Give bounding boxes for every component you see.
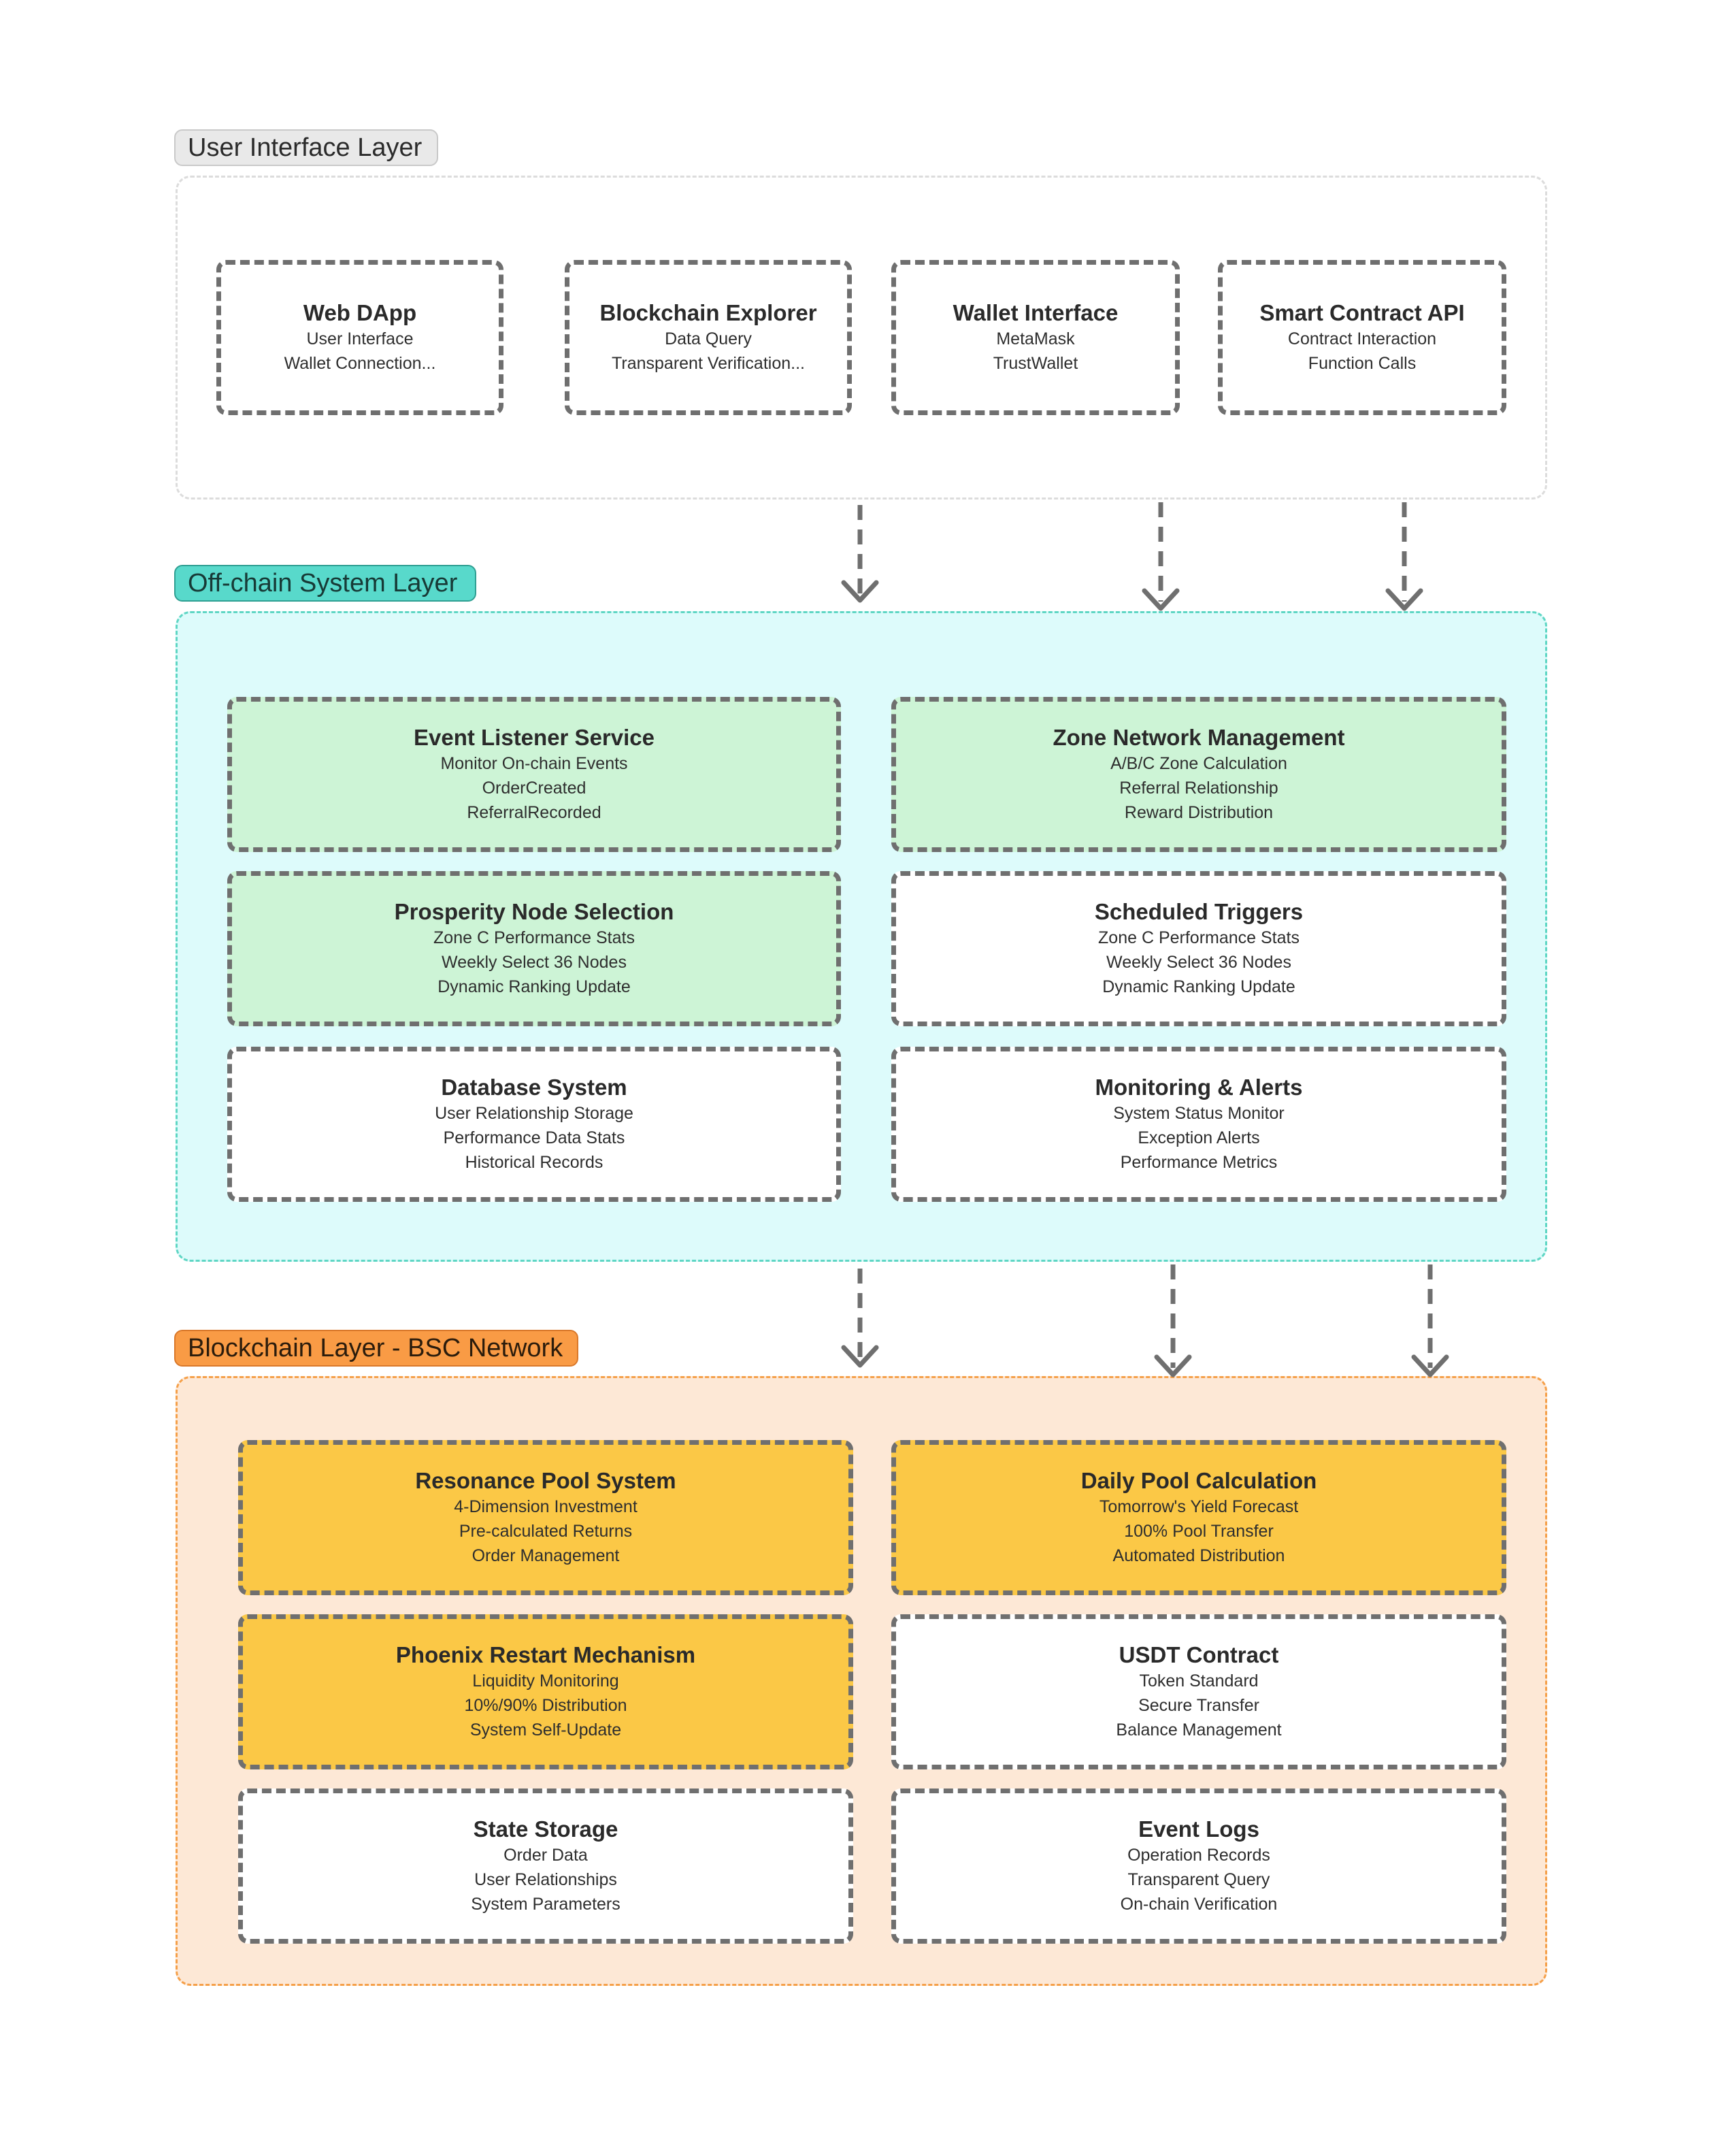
node-line: Dynamic Ranking Update (1102, 977, 1295, 996)
node-line: Operation Records (1127, 1846, 1270, 1865)
node-line: Historical Records (465, 1153, 603, 1172)
node-line: Dynamic Ranking Update (437, 977, 631, 996)
daily-pool-calculation-node: Daily Pool Calculation Tomorrow's Yield … (891, 1440, 1506, 1595)
node-line: 4-Dimension Investment (454, 1497, 638, 1516)
node-line: Data Query (665, 329, 752, 348)
node-line: User Relationships (474, 1870, 617, 1889)
node-title: Prosperity Node Selection (394, 899, 674, 924)
arrowhead-offchain-to-chain-3 (1411, 1354, 1449, 1377)
node-line: On-chain Verification (1120, 1895, 1278, 1914)
node-title: USDT Contract (1119, 1642, 1279, 1667)
node-title: Event Logs (1138, 1816, 1259, 1842)
node-title: Web DApp (303, 300, 417, 325)
event-listener-service-node: Event Listener Service Monitor On-chain … (227, 697, 841, 852)
node-line: Weekly Select 36 Nodes (1106, 953, 1291, 972)
node-line: Performance Data Stats (443, 1128, 625, 1147)
prosperity-node-selection-node: Prosperity Node Selection Zone C Perform… (227, 871, 841, 1026)
monitoring-alerts-node: Monitoring & Alerts System Status Monito… (891, 1047, 1506, 1202)
arrowhead-offchain-to-chain-2 (1154, 1354, 1192, 1377)
node-line: Contract Interaction (1287, 329, 1437, 348)
node-line: Performance Metrics (1120, 1153, 1278, 1172)
arrowhead-ui-to-offchain-1 (841, 580, 879, 603)
node-title: Daily Pool Calculation (1080, 1468, 1317, 1493)
node-line: ReferralRecorded (467, 803, 601, 822)
node-line: Secure Transfer (1138, 1696, 1259, 1715)
arrowhead-ui-to-offchain-2 (1142, 588, 1180, 611)
node-line: System Status Monitor (1113, 1104, 1285, 1123)
node-line: Tomorrow's Yield Forecast (1099, 1497, 1299, 1516)
node-line: A/B/C Zone Calculation (1110, 754, 1287, 773)
zone-network-management-node: Zone Network Management A/B/C Zone Calcu… (891, 697, 1506, 852)
ui-layer-label: User Interface Layer (174, 129, 438, 166)
resonance-pool-system-node: Resonance Pool System 4-Dimension Invest… (238, 1440, 853, 1595)
node-title: Monitoring & Alerts (1095, 1075, 1303, 1100)
node-line: Transparent Verification... (612, 354, 805, 373)
node-title: Resonance Pool System (415, 1468, 676, 1493)
scheduled-triggers-node: Scheduled Triggers Zone C Performance St… (891, 871, 1506, 1026)
phoenix-restart-mechanism-node: Phoenix Restart Mechanism Liquidity Moni… (238, 1614, 853, 1769)
node-title: Scheduled Triggers (1094, 899, 1304, 924)
node-line: Transparent Query (1127, 1870, 1270, 1889)
blockchain-explorer-node: Blockchain Explorer Data Query Transpare… (565, 260, 852, 415)
node-title: State Storage (473, 1816, 618, 1842)
node-line: User Relationship Storage (435, 1104, 633, 1123)
node-title: Event Listener Service (413, 725, 655, 750)
node-line: 10%/90% Distribution (464, 1696, 627, 1715)
smart-contract-api-node: Smart Contract API Contract Interaction … (1218, 260, 1506, 415)
node-line: System Parameters (471, 1895, 621, 1914)
node-title: Database System (441, 1075, 627, 1100)
node-line: Automated Distribution (1112, 1546, 1285, 1565)
node-line: Zone C Performance Stats (1098, 928, 1300, 947)
node-line: Zone C Performance Stats (433, 928, 635, 947)
node-line: Exception Alerts (1138, 1128, 1260, 1147)
web-dapp-node: Web DApp User Interface Wallet Connectio… (216, 260, 503, 415)
state-storage-node: State Storage Order Data User Relationsh… (238, 1788, 853, 1944)
node-line: Order Management (472, 1546, 620, 1565)
wallet-interface-node: Wallet Interface MetaMask TrustWallet (891, 260, 1180, 415)
node-line: Balance Management (1116, 1720, 1282, 1740)
node-line: OrderCreated (482, 779, 586, 798)
blockchain-layer-label: Blockchain Layer - BSC Network (174, 1330, 578, 1367)
node-title: Smart Contract API (1259, 300, 1465, 325)
node-line: System Self-Update (469, 1720, 622, 1740)
node-line: Wallet Connection... (284, 354, 436, 373)
node-line: MetaMask (996, 329, 1075, 348)
node-line: TrustWallet (993, 354, 1078, 373)
arrowhead-ui-to-offchain-3 (1385, 588, 1423, 611)
node-line: Liquidity Monitoring (472, 1671, 619, 1690)
node-title: Blockchain Explorer (599, 300, 817, 325)
database-system-node: Database System User Relationship Storag… (227, 1047, 841, 1202)
node-line: Order Data (503, 1846, 588, 1865)
usdt-contract-node: USDT Contract Token Standard Secure Tran… (891, 1614, 1506, 1769)
node-line: Monitor On-chain Events (440, 754, 628, 773)
node-line: 100% Pool Transfer (1124, 1522, 1274, 1541)
node-title: Wallet Interface (953, 300, 1119, 325)
node-title: Phoenix Restart Mechanism (395, 1642, 696, 1667)
event-logs-node: Event Logs Operation Records Transparent… (891, 1788, 1506, 1944)
offchain-layer-label: Off-chain System Layer (174, 565, 476, 602)
node-title: Zone Network Management (1053, 725, 1345, 750)
arrowhead-offchain-to-chain-1 (841, 1345, 879, 1368)
node-line: Function Calls (1308, 354, 1417, 373)
node-line: User Interface (306, 329, 414, 348)
node-line: Token Standard (1139, 1671, 1259, 1690)
node-line: Referral Relationship (1119, 779, 1278, 798)
node-line: Pre-calculated Returns (459, 1522, 633, 1541)
node-line: Weekly Select 36 Nodes (442, 953, 627, 972)
node-line: Reward Distribution (1124, 803, 1274, 822)
